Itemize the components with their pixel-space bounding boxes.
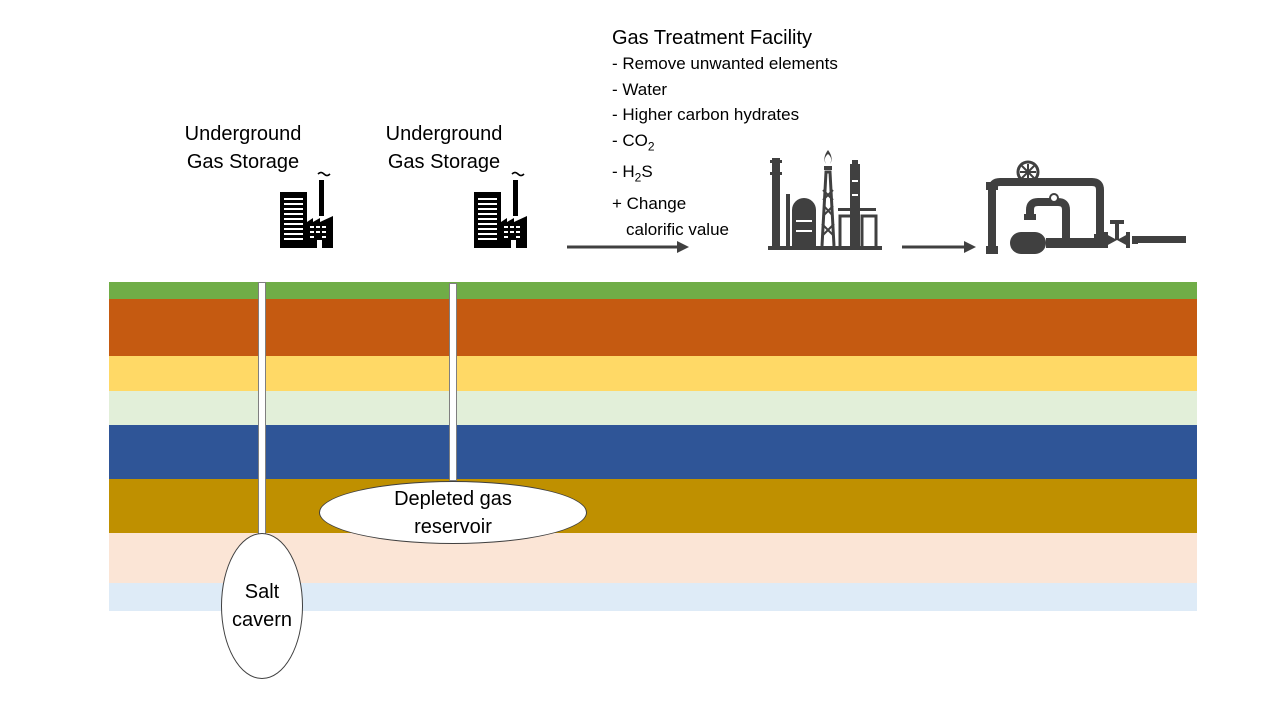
treatment-text: Gas Treatment Facility - Remove unwanted… bbox=[612, 25, 892, 242]
treatment-item: - Remove unwanted elements bbox=[612, 54, 838, 73]
well-salt-cavern bbox=[258, 282, 266, 537]
depleted-reservoir-line2: reservoir bbox=[414, 515, 492, 538]
treatment-item: calorific value bbox=[626, 219, 729, 239]
treatment-item: - CO2 bbox=[612, 130, 655, 153]
arrow-right-icon bbox=[567, 241, 689, 253]
layer-sand bbox=[109, 356, 1197, 391]
arrow-right-icon bbox=[902, 241, 976, 253]
storage-label-1-line1: Underground bbox=[184, 123, 302, 145]
treatment-item: - H2S bbox=[612, 162, 653, 185]
layer-clay bbox=[109, 299, 1197, 356]
well-depleted-reservoir bbox=[449, 283, 457, 481]
pipeline-valve-icon bbox=[986, 160, 1186, 254]
storage-label-1-line2: Gas Storage bbox=[186, 151, 300, 173]
refinery-icon bbox=[768, 150, 882, 250]
storage-label-2-line2: Gas Storage bbox=[387, 151, 501, 173]
layer-ochre bbox=[109, 479, 1197, 533]
factory-icon bbox=[474, 171, 527, 248]
salt-cavern-line1: Salt bbox=[244, 581, 280, 603]
treatment-list: - Remove unwanted elements - Water - Hig… bbox=[612, 51, 892, 242]
treatment-item: - Higher carbon hydrates bbox=[612, 105, 800, 124]
depleted-reservoir-line1: Depleted gas bbox=[394, 487, 512, 510]
depleted-gas-reservoir: Depleted gas reservoir bbox=[319, 481, 587, 544]
storage-label-1: Underground Gas Storage bbox=[163, 120, 323, 176]
storage-label-2: Underground Gas Storage bbox=[364, 120, 524, 176]
treatment-item: + Change bbox=[612, 194, 687, 214]
treatment-item: - Water bbox=[612, 79, 668, 99]
treatment-title: Gas Treatment Facility bbox=[612, 27, 813, 49]
layer-grass bbox=[109, 282, 1197, 299]
storage-label-2-line1: Underground bbox=[385, 123, 503, 145]
salt-cavern: Salt cavern bbox=[221, 533, 303, 679]
layer-blue bbox=[109, 425, 1197, 479]
salt-cavern-line2: cavern bbox=[231, 609, 293, 631]
layer-pale-green bbox=[109, 391, 1197, 425]
factory-icon bbox=[280, 171, 333, 248]
